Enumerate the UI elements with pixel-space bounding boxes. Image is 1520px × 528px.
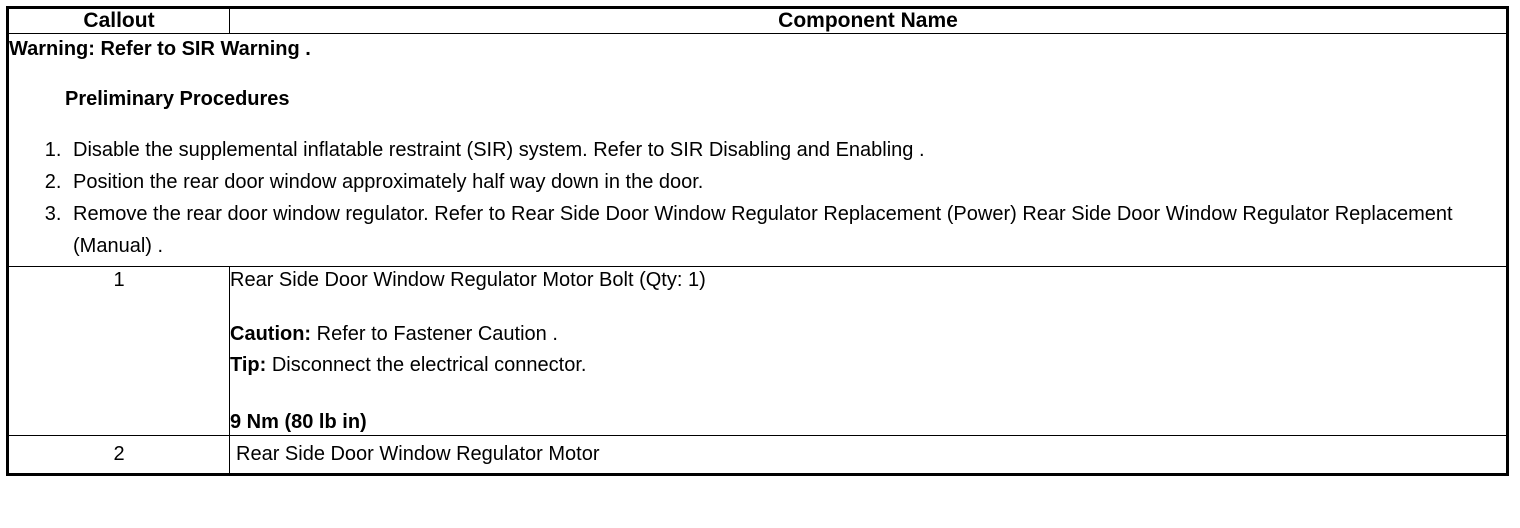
sir-warning-text: Warning: Refer to SIR Warning . — [9, 38, 311, 60]
component-detail-cell-1: Rear Side Door Window Regulator Motor Bo… — [229, 266, 1508, 436]
list-item: Position the rear door window approximat… — [67, 166, 1506, 198]
component-name-2: Rear Side Door Window Regulator Motor — [229, 435, 1508, 475]
tip-label: Tip: — [230, 354, 267, 376]
table-header-row: Callout Component Name — [7, 7, 1508, 34]
list-item: Remove the rear door window regulator. R… — [67, 198, 1506, 262]
table-row: 2 Rear Side Door Window Regulator Motor — [7, 435, 1508, 475]
table-body: Warning: Refer to SIR Warning . Prelimin… — [7, 33, 1508, 475]
component-name-1: Rear Side Door Window Regulator Motor Bo… — [230, 269, 706, 291]
table-header: Callout Component Name — [7, 7, 1508, 34]
table-row: 1 Rear Side Door Window Regulator Motor … — [7, 266, 1508, 436]
preliminary-steps-list: Disable the supplemental inflatable rest… — [9, 134, 1506, 262]
preliminary-procedures-heading: Preliminary Procedures — [65, 88, 290, 110]
tip-text: Disconnect the electrical connector. — [266, 354, 587, 376]
column-header-component-name: Component Name — [229, 7, 1508, 34]
list-item: Disable the supplemental inflatable rest… — [67, 134, 1506, 166]
callout-number-1: 1 — [7, 266, 230, 436]
callout-number-2: 2 — [7, 435, 230, 475]
preliminary-procedures-row: Warning: Refer to SIR Warning . Prelimin… — [7, 33, 1508, 267]
caution-text: Refer to Fastener Caution . — [311, 323, 558, 345]
tip-note: Tip: Disconnect the electrical connector… — [230, 350, 1506, 381]
preliminary-procedures-cell: Warning: Refer to SIR Warning . Prelimin… — [7, 33, 1508, 267]
component-callout-table: Callout Component Name Warning: Refer to… — [6, 6, 1509, 476]
caution-label: Caution: — [230, 323, 312, 345]
caution-note: Caution: Refer to Fastener Caution . — [230, 319, 1506, 350]
torque-specification: 9 Nm (80 lb in) — [230, 411, 367, 433]
column-header-callout: Callout — [7, 7, 230, 34]
component-notes-1: Caution: Refer to Fastener Caution . Tip… — [230, 319, 1506, 381]
